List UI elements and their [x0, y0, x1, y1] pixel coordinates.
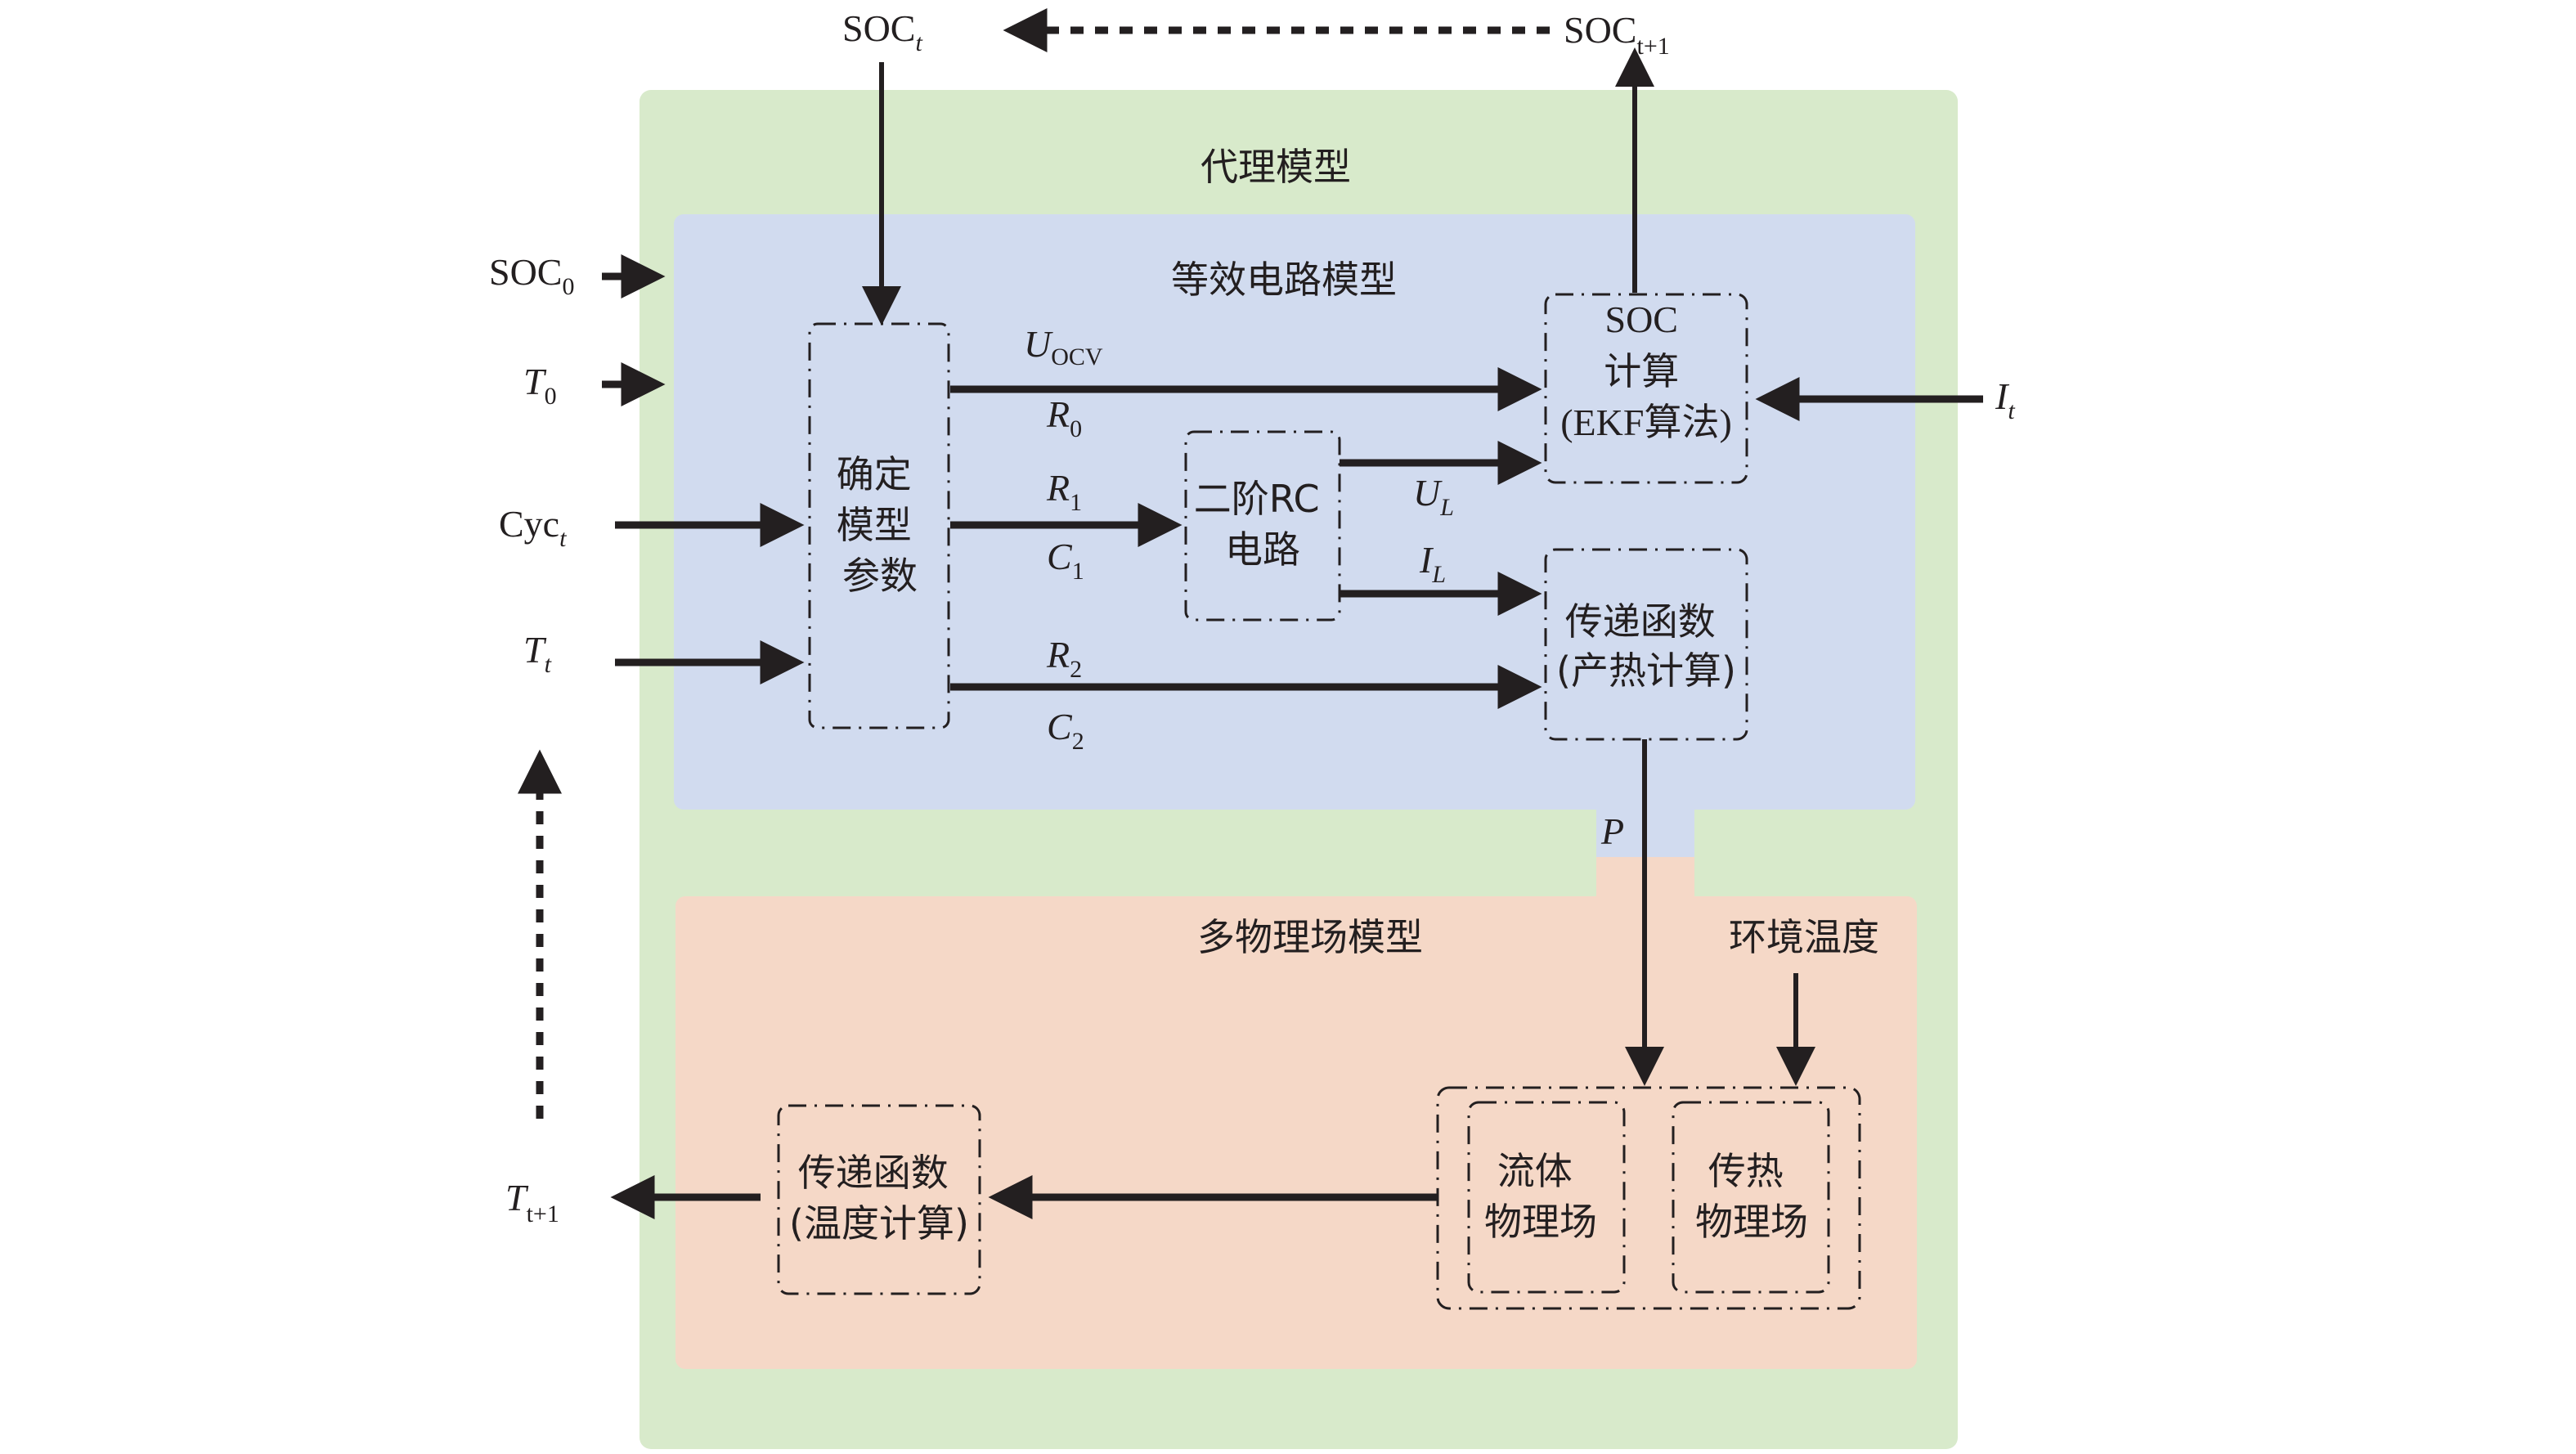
- heat-generation-tf-box: [1544, 548, 1748, 741]
- soc-calc-text: SOC 计算 (EKF算法): [1560, 298, 1732, 443]
- heat-transfer-physics-text: 传热 物理场: [1695, 1149, 1808, 1244]
- c1-label: C1: [1047, 536, 1084, 585]
- r1-label: R1: [1046, 467, 1082, 516]
- t0-label: T0: [523, 361, 557, 410]
- c2-label: C2: [1047, 706, 1084, 755]
- uocv-label: UOCV: [1024, 323, 1103, 370]
- it-label: It: [1995, 375, 2015, 424]
- multiphysics-title: 多物理场模型: [1197, 915, 1423, 959]
- ul-label: UL: [1413, 472, 1454, 521]
- t-t1-label: Tt+1: [505, 1177, 559, 1227]
- model-params-text: 确定 模型 参数: [837, 452, 924, 598]
- heat-generation-tf-text: 传递函数 (产热计算): [1556, 599, 1736, 693]
- soc-t-label: SOCt: [842, 7, 922, 56]
- il-label: IL: [1419, 539, 1446, 588]
- ecm-title: 等效电路模型: [1171, 258, 1397, 302]
- soc-calc-box: [1544, 293, 1748, 484]
- r2-label: R2: [1046, 634, 1082, 683]
- model-params-box: [808, 322, 950, 729]
- soc0-label: SOC0: [489, 251, 574, 300]
- ecm-region: [674, 214, 1915, 810]
- fluid-physics-box: [1467, 1101, 1626, 1294]
- soc-t1-label: SOCt+1: [1564, 9, 1670, 60]
- heat-transfer-physics-box: [1672, 1101, 1830, 1294]
- temperature-tf-box: [777, 1104, 981, 1295]
- r0-label: R0: [1046, 393, 1082, 442]
- rc-circuit-box: [1184, 430, 1341, 622]
- tt-label: Tt: [523, 629, 552, 678]
- multiphysics-region: [675, 896, 1917, 1369]
- ambient-temp-label: 环境温度: [1729, 915, 1879, 959]
- temperature-tf-text: 传递函数 (温度计算): [789, 1151, 969, 1245]
- surrogate-model-title: 代理模型: [1200, 145, 1351, 189]
- fluid-physics-text: 流体 物理场: [1484, 1149, 1597, 1244]
- cyc-label: Cyct: [499, 503, 567, 552]
- p-label: P: [1600, 810, 1624, 852]
- rc-circuit-text: 二阶RC 电路: [1194, 477, 1331, 572]
